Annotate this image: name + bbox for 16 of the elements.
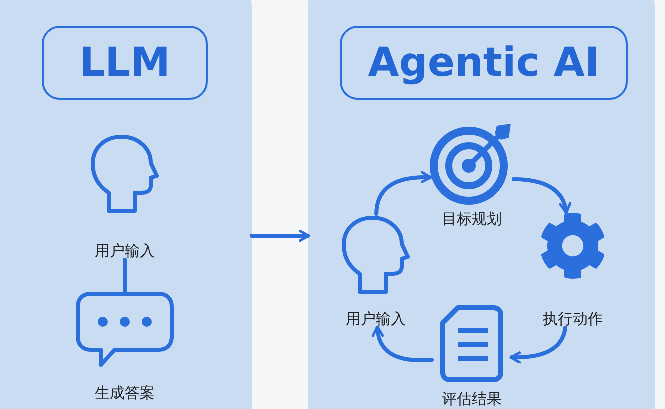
title-box: Agentic AI [340,26,628,100]
title-box: LLM [42,26,208,100]
node-label: 生成答案 [95,384,155,402]
connector-line [123,258,127,293]
arrow [250,230,310,242]
arrow [510,326,568,364]
arrow [374,171,432,216]
panel-background [0,0,252,409]
arrow [512,177,572,214]
node-label: 目标规划 [442,210,502,228]
panel-background [308,0,655,409]
node-label: 用户输入 [95,242,155,260]
node-label: 执行动作 [543,310,603,328]
node-label: 评估结果 [442,390,502,408]
arrow [372,326,434,362]
node-label: 用户输入 [346,310,406,328]
